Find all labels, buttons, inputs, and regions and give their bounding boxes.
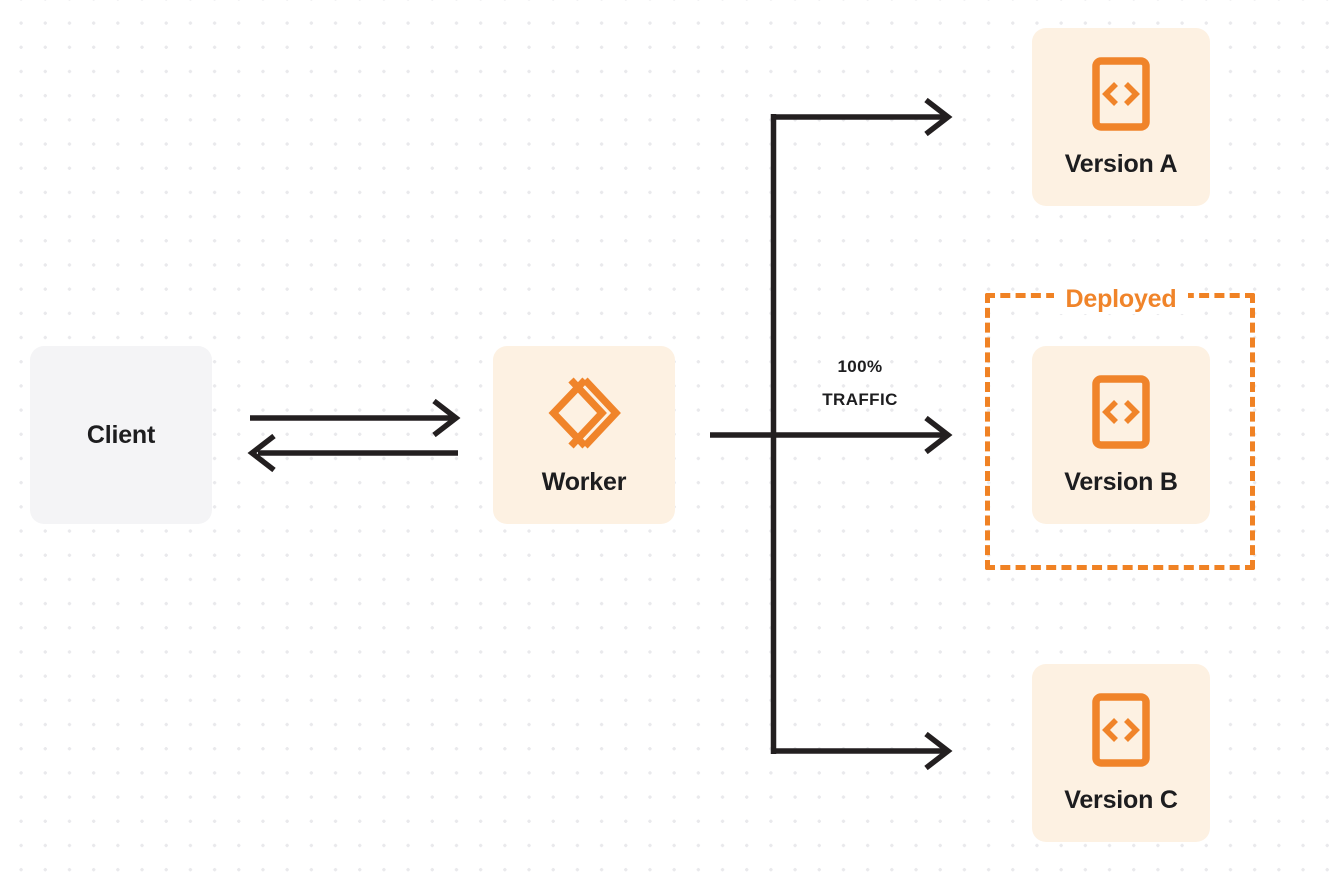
code-brackets-icon: [1092, 57, 1150, 136]
traffic-label: 100% TRAFFIC: [782, 350, 938, 416]
arrow-worker-to-version-a: [771, 97, 953, 137]
arrow-worker-to-version-c: [771, 731, 953, 771]
node-client-label: Client: [86, 420, 156, 449]
code-brackets-icon: [1092, 693, 1150, 772]
traffic-percent: 100%: [837, 357, 883, 376]
arrow-client-to-worker: [250, 398, 461, 438]
arrow-worker-to-client: [247, 433, 458, 473]
node-version-c[interactable]: Version C: [1032, 664, 1210, 842]
node-version-a-label: Version A: [1064, 150, 1178, 178]
node-client[interactable]: Client: [30, 346, 212, 524]
node-worker-label: Worker: [541, 468, 627, 496]
code-brackets-icon: [1092, 375, 1150, 454]
node-worker[interactable]: Worker: [493, 346, 675, 524]
node-version-a[interactable]: Version A: [1032, 28, 1210, 206]
traffic-word: TRAFFIC: [822, 390, 898, 409]
arrow-worker-to-version-b: [710, 415, 953, 455]
deployed-label: Deployed: [1054, 284, 1188, 314]
workers-logo-icon: [545, 375, 623, 456]
node-version-b-label: Version B: [1064, 468, 1178, 496]
node-version-b[interactable]: Version B: [1032, 346, 1210, 524]
node-version-c-label: Version C: [1064, 786, 1178, 814]
